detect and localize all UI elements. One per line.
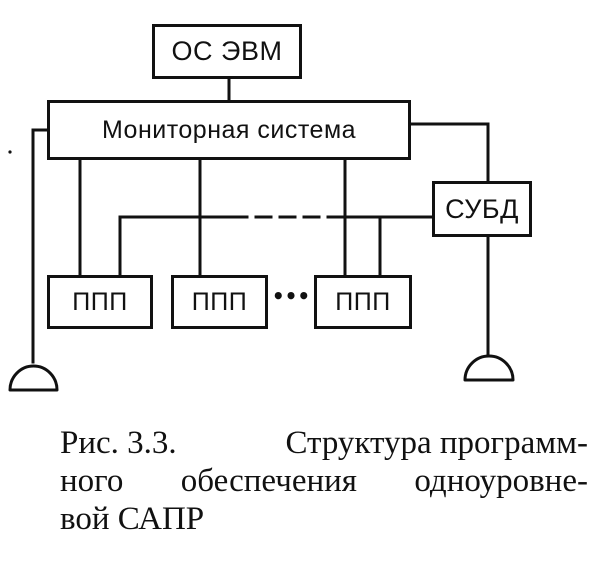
caption-text: одноуровне-: [414, 463, 588, 499]
connector-monitor-dbms: [409, 122, 490, 183]
caption-text: обеспечения: [180, 463, 357, 499]
storage-symbol-left: [8, 364, 59, 392]
app-package-label: ППП: [72, 287, 128, 316]
os-box-label: ОС ЭВМ: [171, 36, 283, 66]
ellipsis-dots: •••: [272, 284, 310, 308]
figure-caption: Рис. 3.3. Структура программ- ного обесп…: [60, 424, 588, 538]
dbms-box: СУБД: [432, 181, 532, 237]
stray-dot: [8, 150, 12, 154]
caption-line-1: Рис. 3.3. Структура программ-: [60, 424, 588, 462]
dbms-label: СУБД: [445, 193, 519, 224]
caption-line-3: вой САПР: [60, 500, 588, 538]
app-package-label: ППП: [335, 287, 391, 316]
monitor-system-label: Мониторная система: [101, 115, 357, 144]
app-package-label: ППП: [191, 287, 248, 316]
os-box: ОС ЭВМ: [152, 24, 302, 79]
caption-text: вой САПР: [60, 501, 205, 537]
caption-figure-number: Рис. 3.3.: [60, 425, 177, 461]
storage-symbol-right: [463, 354, 515, 382]
caption-line-2: ного обеспечения одноуровне-: [60, 462, 588, 500]
software-structure-diagram: •••: [8, 77, 515, 392]
connector-monitor-left-storage: [31, 128, 49, 364]
caption-text: Структура программ-: [285, 425, 588, 461]
app-package-box: ППП: [171, 275, 268, 329]
app-package-box: ППП: [314, 275, 412, 329]
app-package-box: ППП: [47, 275, 153, 329]
monitor-system-box: Мониторная система: [47, 100, 411, 160]
caption-text: ного: [60, 463, 124, 499]
